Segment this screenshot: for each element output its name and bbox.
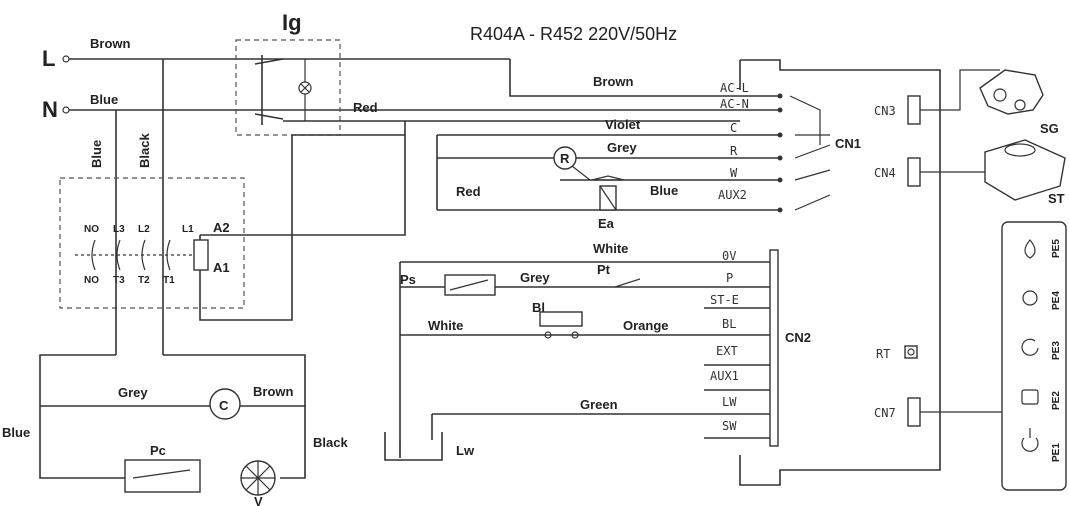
pressure-switch-pc [124, 459, 201, 493]
wire-label-brown-c: Brown [253, 384, 294, 399]
bucket-icon [1021, 389, 1039, 405]
contactor-top-no: NO [84, 224, 99, 235]
terminal-ac-l: AC-L [720, 81, 749, 95]
diagram-title: R404A - R452 220V/50Hz [470, 24, 677, 44]
wire-label-orange-bl: Orange [623, 318, 669, 333]
wire-label-blue-left: Blue [2, 425, 30, 440]
cn3-connector [907, 95, 921, 125]
valve-ea-label: Ea [598, 216, 615, 231]
st-label: ST [1048, 191, 1065, 206]
power-icon [1021, 428, 1039, 452]
probe-pe1: PE1 [1021, 428, 1062, 462]
cn2-bus [769, 249, 779, 447]
terminal-lw: LW [722, 395, 737, 409]
pe5-label: PE5 [1051, 239, 1062, 258]
sg-label: SG [1040, 121, 1059, 136]
wire-label-brown-l: Brown [90, 36, 131, 51]
terminal-aux1: AUX1 [710, 369, 739, 383]
wire-label-green-lw: Green [580, 397, 618, 412]
wire-label-grey-ps: Grey [520, 270, 550, 285]
cn3-label: CN3 [874, 104, 896, 118]
relay-r [553, 146, 577, 170]
rt-label: RT [876, 347, 890, 361]
probe-pe5: PE5 [1024, 239, 1062, 259]
drop-icon [1024, 239, 1036, 259]
wire-label-grey-r: Grey [607, 140, 637, 155]
probe-pe2: PE2 [1021, 389, 1062, 410]
terminal-w: W [730, 166, 738, 180]
terminal-0v: 0V [722, 249, 736, 263]
wire-label-white-bl: White [428, 318, 463, 333]
cn4-connector [907, 157, 921, 187]
wire-label-grey-c: Grey [118, 385, 148, 400]
cn4-label: CN4 [874, 166, 896, 180]
contactor-top-l3: L3 [113, 224, 125, 235]
pe3-label: PE3 [1051, 341, 1062, 360]
compressor-label: C [219, 398, 229, 413]
terminal-ext: EXT [716, 344, 738, 358]
sg-device-icon [979, 69, 1044, 115]
sun-icon [1022, 290, 1038, 306]
relay-r-label: R [560, 151, 570, 166]
pc-label: Pc [150, 443, 166, 458]
terminal-c: C [730, 121, 737, 135]
wire-label-red-ig: Red [353, 100, 378, 115]
probe-pe4: PE4 [1022, 290, 1062, 310]
contactor-top-l1: L1 [182, 224, 194, 235]
contactor-coil-a1: A1 [213, 260, 230, 275]
contactor-bottom-t1: T1 [163, 275, 175, 286]
wire-label-blue-ea: Blue [650, 183, 678, 198]
cn1-label: CN1 [835, 136, 861, 151]
line-l-label: L [42, 46, 55, 71]
wire-label-violet: Violet [605, 117, 641, 132]
lw-label: Lw [456, 443, 475, 458]
refresh-icon [1021, 338, 1039, 356]
wire-label-white-top: White [593, 241, 628, 256]
wire-label-blue-n: Blue [90, 92, 118, 107]
fan-label: V [254, 494, 263, 506]
cn7-label: CN7 [874, 406, 896, 420]
contactor-bottom-no: NO [84, 275, 99, 286]
probe-pe3: PE3 [1021, 338, 1062, 360]
pt-label: Pt [597, 262, 611, 277]
contactor-coil-a2: A2 [213, 220, 230, 235]
terminal-st-e: ST-E [710, 293, 739, 307]
terminal-bl: BL [722, 317, 736, 331]
st-device-icon [984, 139, 1066, 201]
cn1-terminals: AC-L AC-N C R W AUX2 [718, 81, 749, 202]
line-n-label: N [42, 97, 58, 122]
button-bl [539, 311, 583, 327]
contactor-bottom-t3: T3 [113, 275, 125, 286]
terminal-r: R [730, 144, 738, 158]
terminal-sw: SW [722, 419, 737, 433]
rt-sensor [904, 345, 918, 359]
cn2-terminals: 0V P ST-E BL EXT AUX1 LW SW [710, 249, 739, 433]
ig-label: Ig [282, 10, 302, 35]
terminal-p: P [726, 271, 733, 285]
wire-label-black-vertical: Black [137, 133, 152, 168]
bl-label: Bl [532, 300, 545, 315]
terminal-aux2: AUX2 [718, 188, 747, 202]
pe1-label: PE1 [1051, 443, 1062, 462]
wire-label-brown-acl: Brown [593, 74, 634, 89]
cn2-label: CN2 [785, 330, 811, 345]
wire-label-blue-vertical: Blue [89, 140, 104, 168]
cn7-connector [907, 397, 921, 427]
display-panel [1001, 221, 1067, 491]
ps-label: Ps [400, 272, 416, 287]
terminal-ac-n: AC-N [720, 97, 749, 111]
compressor-symbol [209, 388, 241, 420]
pe4-label: PE4 [1051, 291, 1062, 310]
contactor-top-l2: L2 [138, 224, 150, 235]
level-tank-lw [384, 432, 443, 461]
contactor-bottom-t2: T2 [138, 275, 150, 286]
wire-label-red-ea: Red [456, 184, 481, 199]
wire-label-black-right: Black [313, 435, 348, 450]
pe2-label: PE2 [1051, 391, 1062, 410]
